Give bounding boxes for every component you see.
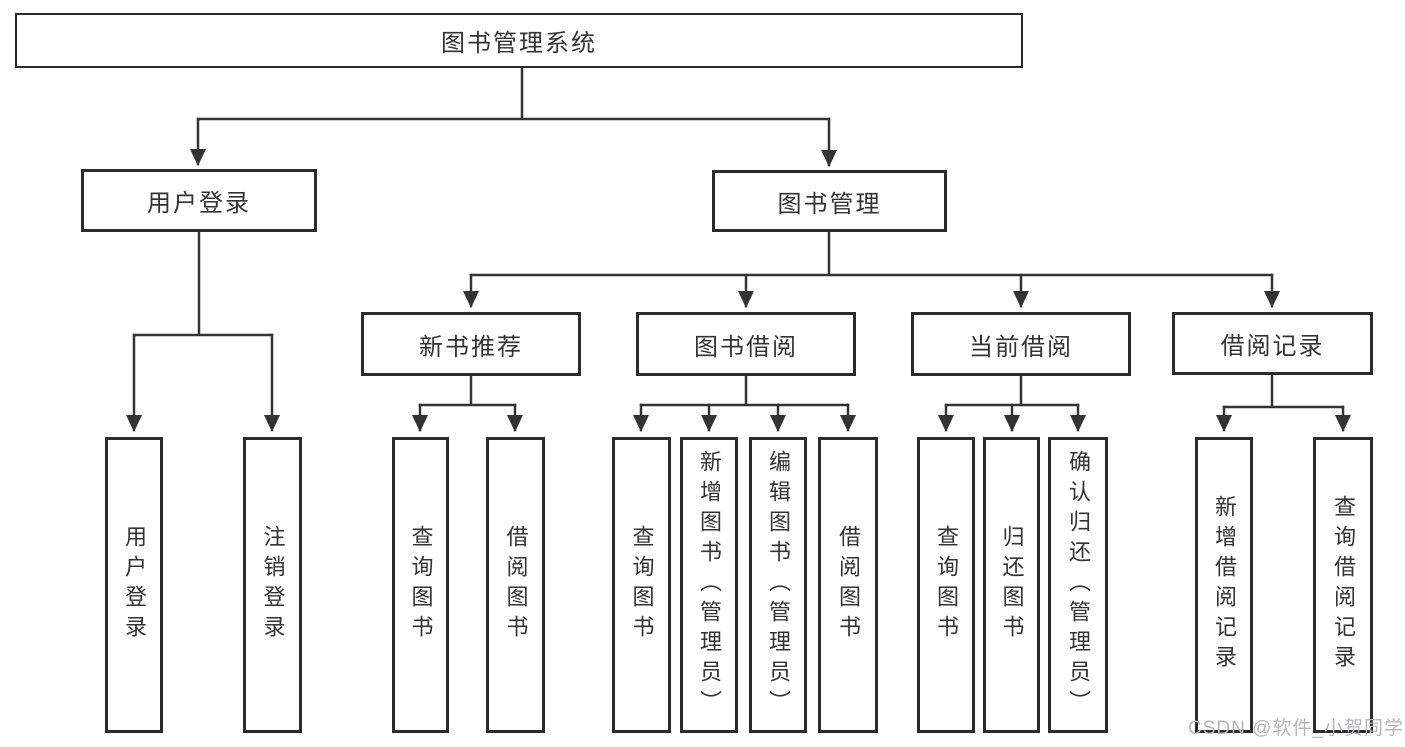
leaf-query-borrow-record: 查询借阅记录 (1313, 437, 1373, 733)
leaf-logout: 注销登录 (243, 437, 302, 733)
leaf-add-borrow-record: 新增借阅记录 (1195, 437, 1253, 733)
leaf-return-books: 归还图书 (983, 437, 1040, 733)
connector-book-borrowing-split (639, 374, 850, 407)
leaf-query-books: 查询图书 (392, 437, 449, 733)
node-new-book-recommendation: 新书推荐 (361, 312, 581, 376)
node-book-management: 图书管理 (712, 170, 947, 232)
leaf-edit-books-admin: 编辑图书（管理员） (749, 437, 807, 733)
connector-root-split (196, 65, 831, 121)
connector-book-mgmt-split (469, 230, 1274, 277)
csdn-watermark: CSDN @软件_小贺同学 (1188, 718, 1404, 739)
node-root-system: 图书管理系统 (15, 13, 1023, 68)
connector-current-borrow-split (944, 374, 1080, 407)
leaf-query-books: 查询图书 (612, 437, 671, 733)
leaf-borrow-books: 借阅图书 (818, 437, 878, 733)
connector-user-login-split (132, 230, 274, 337)
leaf-borrow-books: 借阅图书 (486, 437, 545, 733)
node-borrowing-records: 借阅记录 (1172, 312, 1373, 375)
leaf-user-login: 用户登录 (105, 437, 163, 733)
leaf-query-books: 查询图书 (917, 437, 975, 733)
connector-new-book-rec-split (418, 374, 517, 407)
leaf-add-books-admin: 新增图书（管理员） (680, 437, 738, 733)
node-user-login: 用户登录 (81, 169, 317, 232)
connector-borrow-records-split (1222, 373, 1345, 409)
node-book-borrowing: 图书借阅 (636, 312, 856, 376)
leaf-confirm-return-admin: 确认归还（管理员） (1048, 437, 1108, 733)
node-current-borrowing: 当前借阅 (911, 312, 1131, 376)
